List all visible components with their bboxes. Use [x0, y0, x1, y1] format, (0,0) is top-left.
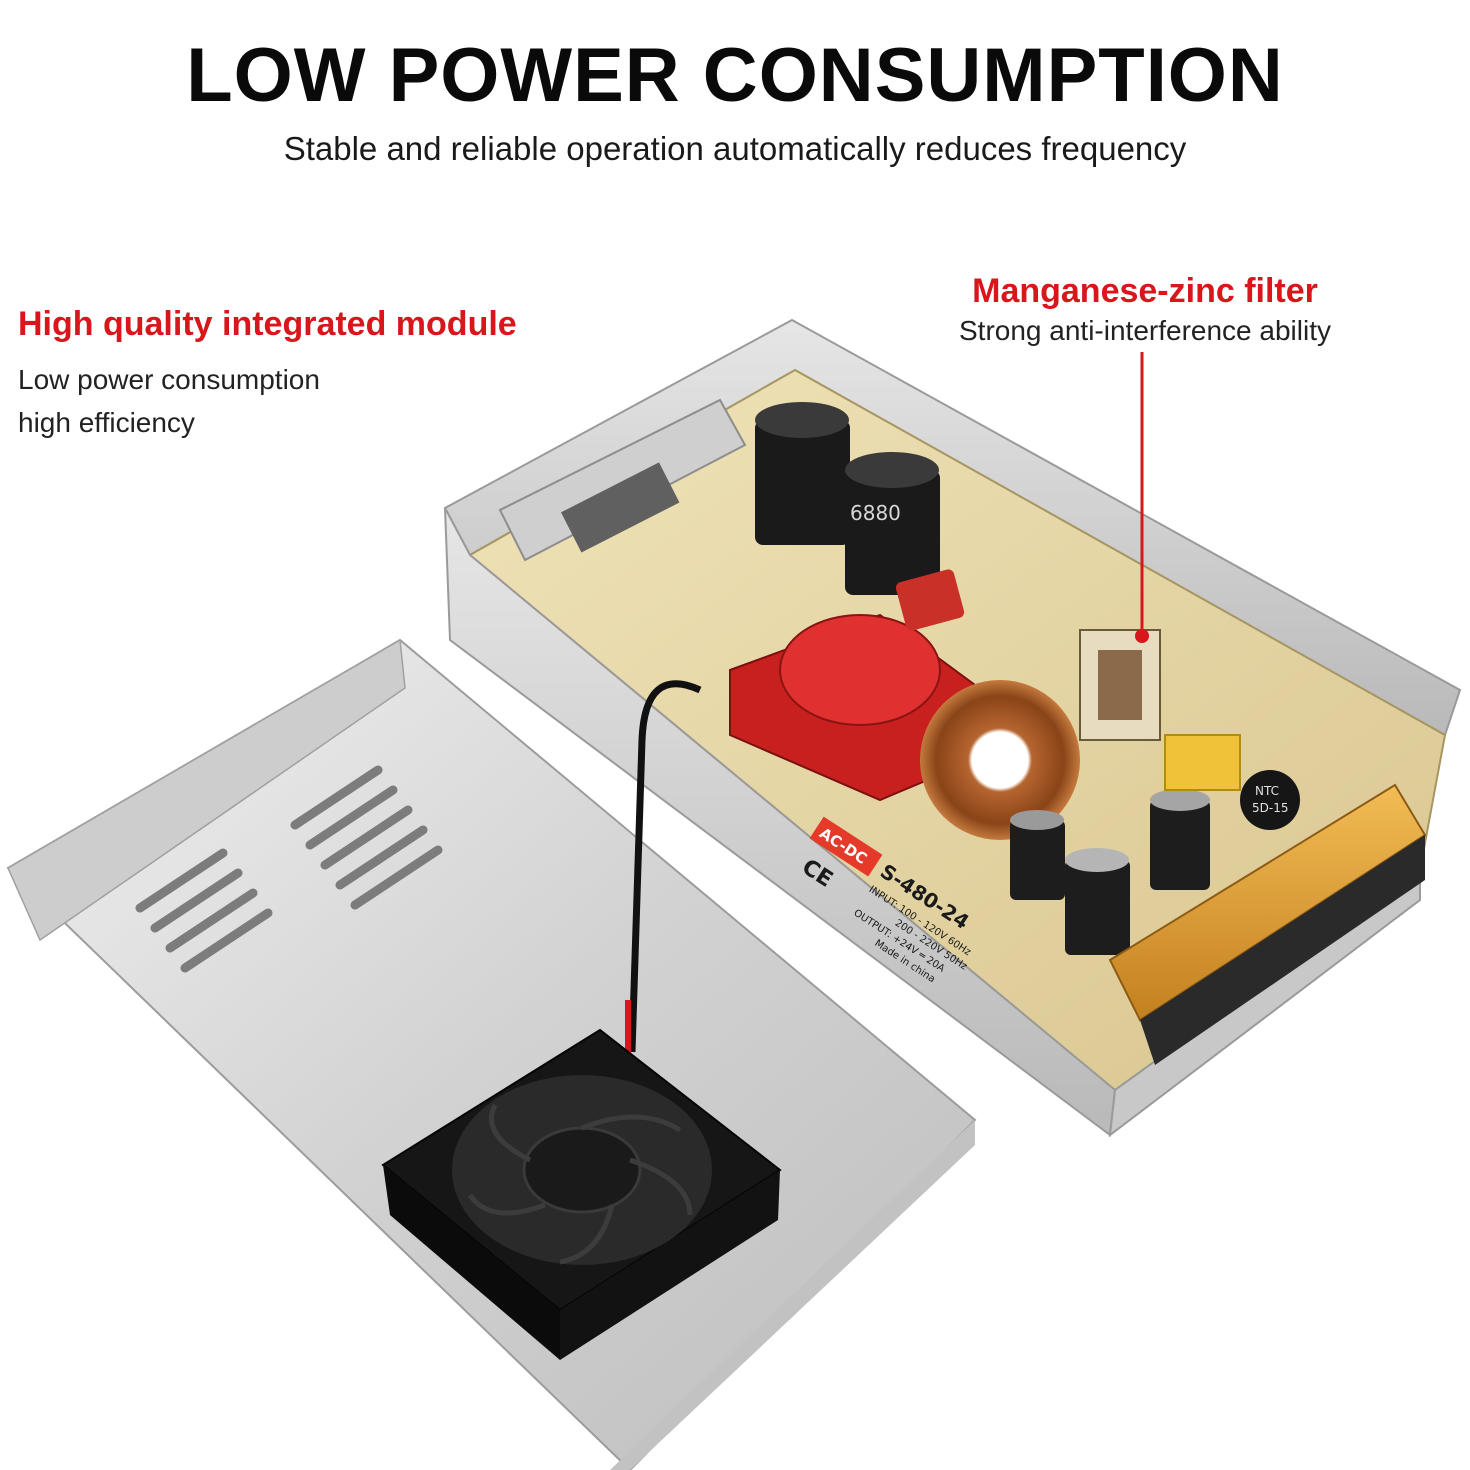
manganese-zinc-filter	[1079, 629, 1161, 741]
module-callout-line-1: Low power consumption	[18, 364, 320, 395]
module-callout-title: High quality integrated module	[18, 305, 517, 343]
ntc-text: NTC	[1255, 784, 1279, 798]
page-subtitle: Stable and reliable operation automatica…	[283, 130, 1187, 167]
capacitor-label: 6880	[850, 501, 901, 525]
toroid-coil	[920, 680, 1080, 840]
lid-vents	[135, 765, 443, 973]
page-title: LOW POWER CONSUMPTION	[186, 33, 1284, 118]
filter-callout: Manganese-zinc filter Strong anti-interf…	[945, 272, 1345, 347]
ntc-code-text: 5D-15	[1252, 801, 1288, 815]
filter-callout-title: Manganese-zinc filter	[972, 272, 1318, 310]
module-callout-line-2: high efficiency	[18, 407, 195, 438]
main-capacitors: 6880	[755, 402, 940, 595]
cooling-fan	[381, 1028, 782, 1360]
transformer	[729, 569, 976, 802]
case-lid	[6, 638, 977, 1470]
output-capacitors	[1010, 789, 1210, 955]
terminal-block	[1108, 783, 1427, 1065]
module-callout: High quality integrated module Low power…	[18, 305, 517, 444]
ntc-thermistor: NTC 5D-15	[1240, 770, 1300, 830]
filter-callout-text: Strong anti-interference ability	[959, 315, 1331, 346]
filter-leader-dot	[1135, 629, 1149, 643]
power-supply-case: 6880 NTC 5D-15	[443, 318, 1462, 1138]
safety-capacitor	[1164, 734, 1241, 791]
fan-cable	[628, 680, 702, 1053]
